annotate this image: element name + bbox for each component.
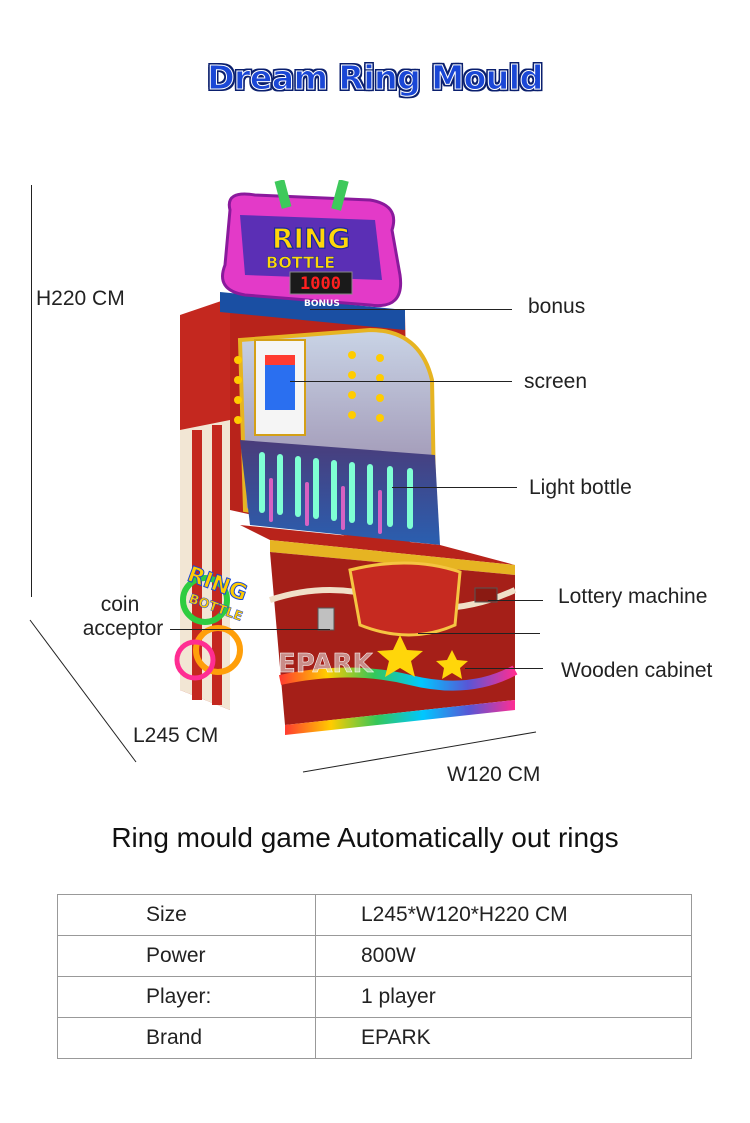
spec-table: Size L245*W120*H220 CM Power 800W Player… (57, 894, 692, 1059)
width-dimension-line (302, 731, 537, 773)
table-row: Brand EPARK (57, 1017, 692, 1059)
marquee-ring-text: RING (272, 222, 350, 255)
bonus-label: bonus (528, 295, 586, 318)
lottery-machine-label: Lottery machine (558, 585, 708, 608)
screen-label: screen (524, 370, 588, 393)
length-label: L245 CM (133, 724, 219, 747)
side-panel (174, 298, 243, 710)
screen-leader-line (290, 381, 512, 382)
bonus-panel (220, 292, 405, 330)
wooden-cabinet-leader-line (465, 668, 543, 669)
spec-value: EPARK (315, 1017, 692, 1059)
brand-logo-text: EPARK (278, 649, 374, 679)
spec-value: 1 player (315, 976, 692, 1018)
light-bottle-leader-line (392, 487, 517, 488)
table-row: Size L245*W120*H220 CM (57, 894, 692, 936)
wooden-cabinet (269, 552, 518, 735)
spec-key: Brand (57, 1017, 316, 1059)
bonus-leader-line (310, 309, 512, 310)
table-row: Power 800W (57, 935, 692, 977)
bonus-plate-text: BONUS (304, 299, 340, 309)
marquee (221, 180, 403, 308)
cabinet-inner-leader-line (418, 633, 540, 634)
light-bottles (240, 440, 440, 545)
lottery-machine (474, 587, 498, 603)
product-caption: Ring mould game Automatically out rings (111, 822, 619, 853)
spec-value: L245*W120*H220 CM (315, 894, 692, 936)
marquee-bottle-text: BOTTLE (266, 253, 335, 272)
page-title: Dream Ring Mould (207, 58, 544, 98)
height-label: H220 CM (36, 287, 125, 310)
width-label: W120 CM (447, 763, 541, 786)
acceptor-label: acceptor (82, 617, 164, 640)
spec-key: Player: (57, 976, 316, 1018)
spec-value: 800W (315, 935, 692, 977)
lottery-machine-leader-line (488, 600, 543, 601)
height-dimension-line (31, 185, 32, 597)
spec-key: Size (57, 894, 316, 936)
coin-acceptor (317, 607, 335, 631)
spec-key: Power (57, 935, 316, 977)
coin-acceptor-leader-line (170, 629, 330, 630)
game-screen (254, 339, 306, 436)
length-dimension-line (29, 619, 137, 763)
light-bottle-label: Light bottle (529, 476, 632, 499)
score-display-text: 1000 (300, 274, 341, 294)
table-row: Player: 1 player (57, 976, 692, 1018)
wooden-cabinet-label: Wooden cabinet (561, 659, 713, 682)
arcade-machine-illustration: RING BOTTLE (174, 180, 518, 735)
coin-label: coin (100, 593, 140, 616)
